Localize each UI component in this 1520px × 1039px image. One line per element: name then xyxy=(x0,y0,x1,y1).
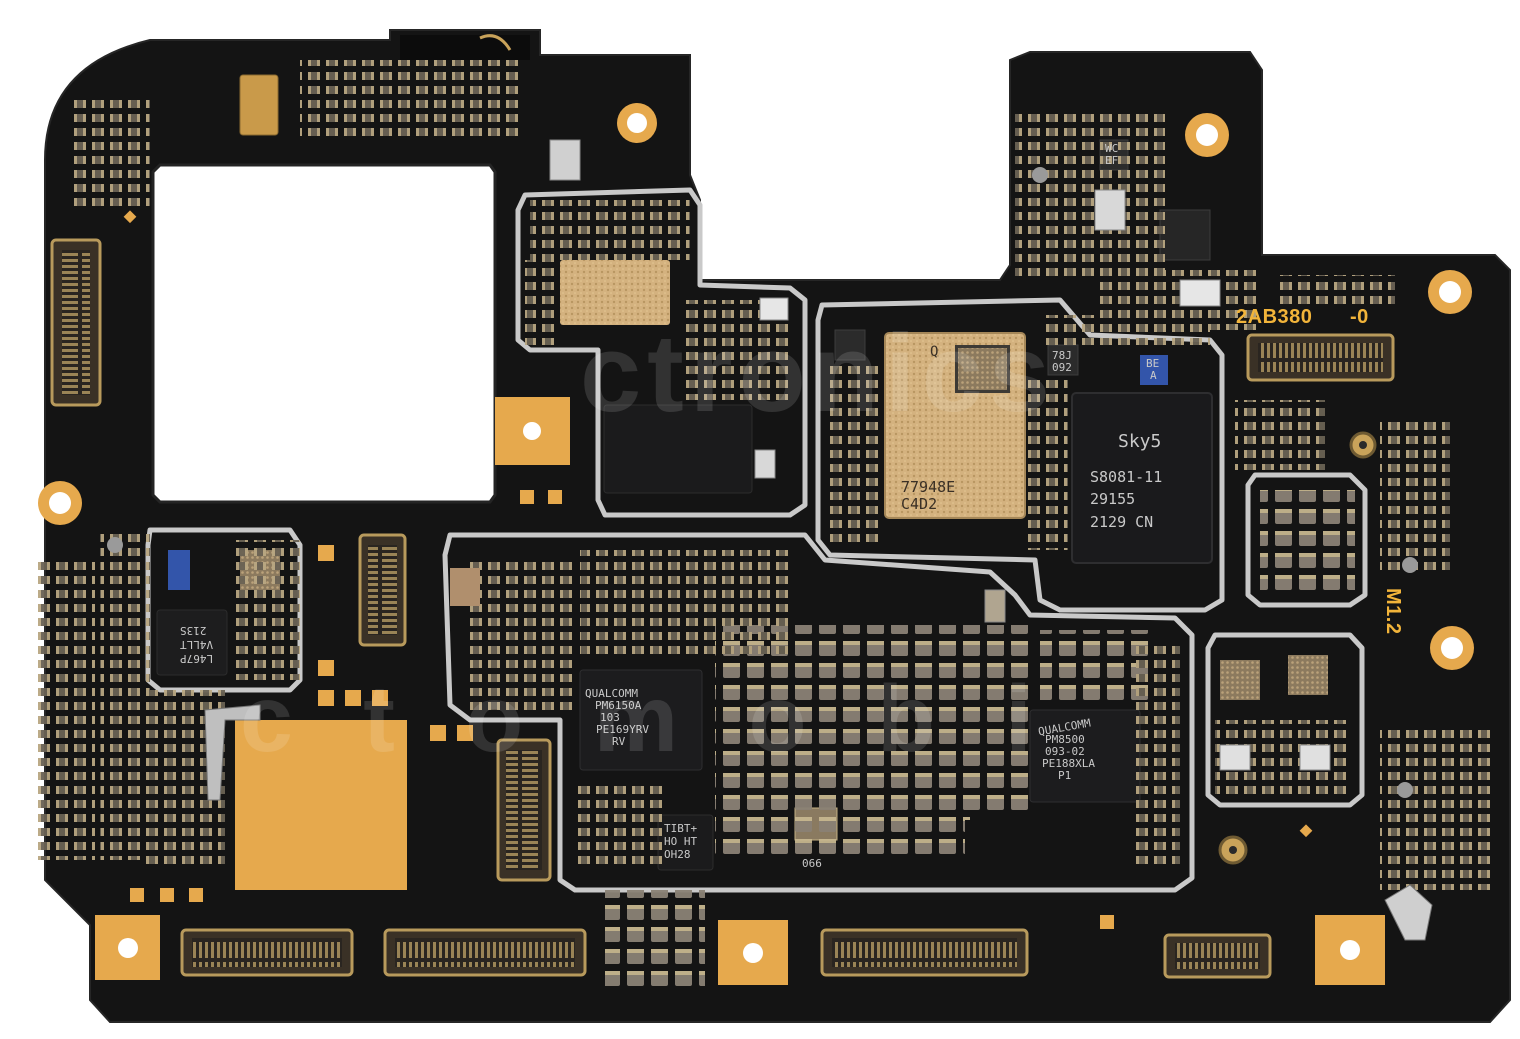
left-ic-line2: V4LLT xyxy=(180,638,214,651)
ic-78j-line2: 092 xyxy=(1052,361,1072,374)
watermark-line2: c t o m o b i xyxy=(240,666,1054,772)
small-ic-line2: HO HT xyxy=(664,835,698,848)
pmic-right-line2: PM8500 xyxy=(1045,733,1085,746)
pmic-left-line3: 103 xyxy=(600,711,620,724)
soc-q-mark: Q xyxy=(930,344,939,360)
pmic-left-line2: PM6150A xyxy=(595,699,642,712)
ic-78j-line1: 78J xyxy=(1052,349,1072,362)
pmic-right-line3: 093-02 xyxy=(1045,745,1085,758)
modem-line2: 29155 xyxy=(1090,490,1136,508)
small-ic-line3: OH28 xyxy=(664,848,691,861)
ic-wc-line2: EF xyxy=(1105,154,1119,167)
modem-line1: S8081-11 xyxy=(1090,468,1163,486)
modem-line3: 2129 CN xyxy=(1090,513,1154,531)
passive-components xyxy=(35,60,1490,990)
revision-label: -0 xyxy=(1350,306,1369,328)
small-ic-line1: TIBT+ xyxy=(664,822,698,835)
ic-bea-line2: A xyxy=(1150,369,1157,382)
ic-066-label: 066 xyxy=(802,857,822,870)
left-ic-line3: 213S xyxy=(180,624,207,637)
misc-parts xyxy=(107,34,1433,941)
connectors xyxy=(50,238,1395,979)
soc-line2: C4D2 xyxy=(901,495,938,513)
pmic-right-line4: PE188XLA xyxy=(1042,757,1095,770)
mounting-holes xyxy=(38,103,1474,670)
pmic-left-line5: RV xyxy=(612,735,626,748)
model-label: M1.2 xyxy=(1382,588,1404,635)
pmic-left-line1: QUALCOMM xyxy=(585,687,638,700)
pmic-right-line5: P1 xyxy=(1058,769,1072,782)
watermark-line1: ctronics xyxy=(580,312,1056,435)
modem-brand: Sky5 xyxy=(1118,431,1162,452)
fiducials xyxy=(123,210,1313,838)
ic-bea-line1: BE xyxy=(1146,357,1160,370)
copper-pads xyxy=(95,397,1385,985)
camera-cutout xyxy=(151,163,497,504)
board-code-label: 2AB380 xyxy=(1236,306,1313,328)
ic-wc-line1: WC xyxy=(1105,142,1119,155)
soc-line1: 77948E xyxy=(901,478,956,496)
pmic-left-line4: PE169YRV xyxy=(596,723,649,736)
left-ic-line1: L467P xyxy=(180,652,214,665)
